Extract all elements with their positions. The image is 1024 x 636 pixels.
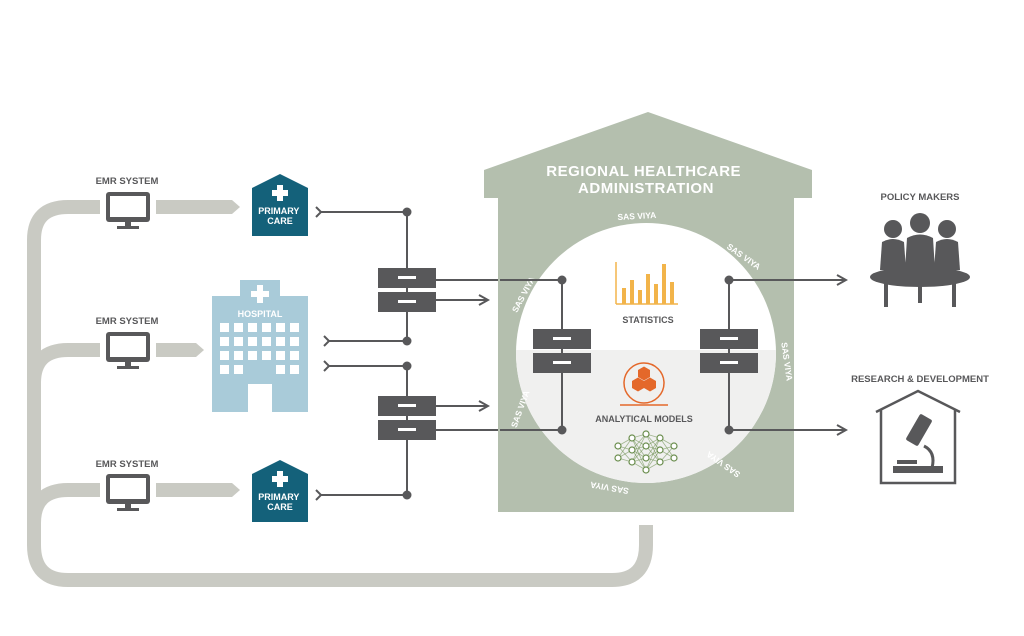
research-development: RESEARCH & DEVELOPMENT <box>851 374 989 485</box>
network-node <box>628 434 636 442</box>
emr-system-2: EMR SYSTEM <box>96 316 159 369</box>
hospital-window <box>262 351 271 360</box>
network-node <box>614 454 622 462</box>
network-node <box>670 454 678 462</box>
hospital-window <box>234 351 243 360</box>
primary-care-label-line1: PRIMARY <box>258 492 299 502</box>
neural-network-icon <box>614 430 678 474</box>
regional-healthcare-administration: REGIONAL HEALTHCARE ADMINISTRATION SAS V… <box>484 112 812 512</box>
hospital-window <box>234 323 243 332</box>
output-arrows <box>794 280 846 430</box>
primary-care-label-line2: CARE <box>267 502 293 512</box>
hospital-window <box>220 351 229 360</box>
network-node <box>642 466 650 474</box>
hospital-window <box>290 365 299 374</box>
server-rack-icon <box>378 268 436 312</box>
emr-flow-arrows <box>156 200 240 497</box>
network-node <box>670 442 678 450</box>
network-node <box>628 446 636 454</box>
hospital-window <box>262 323 271 332</box>
statistics-label: STATISTICS <box>622 315 673 325</box>
analytical-models-label: ANALYTICAL MODELS <box>595 414 693 424</box>
svg-text:PRIMARY CARE: PRIMARY CARE <box>258 206 302 226</box>
hospital-window <box>276 365 285 374</box>
hospital-window <box>276 323 285 332</box>
network-node <box>656 446 664 454</box>
emr-label: EMR SYSTEM <box>96 316 159 327</box>
hospital-window <box>248 351 257 360</box>
server-rack-icon <box>700 329 758 373</box>
network-node <box>642 454 650 462</box>
primary-care-2: PRIMARY CARE <box>252 460 308 522</box>
emr-system-3: EMR SYSTEM <box>96 459 159 511</box>
hospital-window <box>276 351 285 360</box>
research-label: RESEARCH & DEVELOPMENT <box>851 374 989 385</box>
hospital-window <box>234 337 243 346</box>
server-rack-icon <box>378 396 436 440</box>
hexagon-cycle-icon <box>620 362 668 406</box>
bar-chart-icon <box>615 262 678 305</box>
server-rack-icon <box>533 329 591 373</box>
policy-makers: POLICY MAKERS <box>870 192 970 307</box>
hospital-window <box>220 323 229 332</box>
emr-label: EMR SYSTEM <box>96 459 159 470</box>
admin-title-line1: REGIONAL HEALTHCARE <box>546 163 741 180</box>
hospital-window <box>262 337 271 346</box>
svg-text:PRIMARY CARE: PRIMARY CARE <box>258 492 302 512</box>
hospital-window <box>248 337 257 346</box>
clinic-house-icon <box>252 460 308 522</box>
primary-care-1: PRIMARY CARE <box>252 174 308 236</box>
hospital: HOSPITAL <box>212 280 308 412</box>
monitor-icon <box>106 474 150 511</box>
hospital-window <box>290 323 299 332</box>
network-node <box>614 442 622 450</box>
network-node <box>642 430 650 438</box>
emr-system-1: EMR SYSTEM <box>96 176 159 229</box>
clinic-house-icon <box>252 174 308 236</box>
policy-makers-label: POLICY MAKERS <box>880 192 959 203</box>
monitor-icon <box>106 192 150 229</box>
primary-care-label-line2: CARE <box>267 216 293 226</box>
network-node <box>642 442 650 450</box>
feedback-loop <box>27 200 653 587</box>
network-node <box>656 458 664 466</box>
hospital-window <box>234 365 243 374</box>
hospital-label: HOSPITAL <box>238 309 283 319</box>
facility-connectors <box>315 206 500 501</box>
hospital-window <box>220 365 229 374</box>
ring-label: SAS VIYA <box>617 210 656 222</box>
admin-title-line2: ADMINISTRATION <box>578 180 714 197</box>
meeting-table-icon <box>870 213 970 307</box>
hospital-window <box>290 351 299 360</box>
microscope-house-icon <box>875 389 961 485</box>
svg-text:REGIONAL HEALTHCARE ADMI: REGIONAL HEALTHCARE ADMINISTRATION <box>546 163 745 197</box>
network-node <box>656 434 664 442</box>
emr-label: EMR SYSTEM <box>96 176 159 187</box>
connector-nodes <box>402 207 412 500</box>
network-node <box>628 458 636 466</box>
hospital-window <box>220 337 229 346</box>
primary-care-label-line1: PRIMARY <box>258 206 299 216</box>
hospital-window <box>276 337 285 346</box>
monitor-icon <box>106 332 150 369</box>
hospital-window <box>248 323 257 332</box>
hospital-window <box>290 337 299 346</box>
